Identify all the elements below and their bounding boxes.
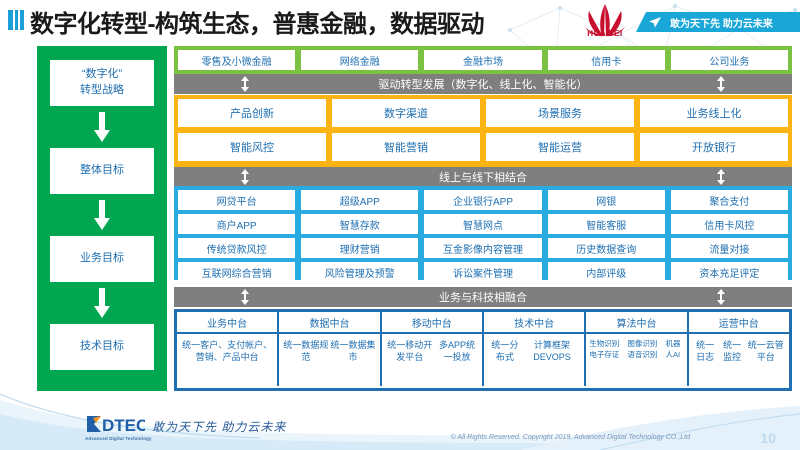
page-number: 10 <box>760 430 776 446</box>
brand-name: HUAWEI <box>587 29 623 38</box>
strategy-box-0-line1: “数字化” <box>81 68 123 81</box>
divider-label: 驱动转型发展（数字化、线上化、智能化） <box>378 79 588 91</box>
business-row: 零售及小微金融 网络金融 金融市场 信用卡 公司业务 <box>178 50 789 70</box>
business-item[interactable]: 零售及小微金融 <box>178 50 296 70</box>
page-title: 数字化转型-构筑生态，普惠金融，数据驱动 <box>30 11 485 38</box>
application-item[interactable]: 信用卡风控 <box>670 214 789 234</box>
down-arrow-icon <box>94 112 110 142</box>
application-item[interactable]: 智慧网点 <box>424 214 542 234</box>
strategy-box-3[interactable]: 技术目标 <box>50 324 154 370</box>
capability-item[interactable]: 智能风控 <box>178 133 326 161</box>
divider-business-tech-fusion: 业务与科技相融合 <box>174 287 792 307</box>
application-item[interactable]: 企业银行APP <box>424 190 542 210</box>
business-item[interactable]: 信用卡 <box>547 50 665 70</box>
divider-driving-transformation: 驱动转型发展（数字化、线上化、智能化） <box>174 74 792 94</box>
strategy-box-0-line2: 转型战略 <box>80 84 124 96</box>
strategy-column: “数字化” 转型战略 整体目标 业务目标 技术目标 <box>37 46 167 391</box>
platform-detail: 统一分布式计算框架DEVOPS <box>483 334 587 386</box>
strategy-box-2[interactable]: 业务目标 <box>50 236 154 282</box>
application-item[interactable]: 理财营销 <box>301 238 419 258</box>
dtec-logo-subtitle: Advanced Digital Technology <box>85 436 152 441</box>
bar-stripes-icon <box>8 10 24 30</box>
capability-item[interactable]: 场景服务 <box>486 99 634 127</box>
down-arrow-icon <box>94 288 110 318</box>
application-item[interactable]: 互金影像内容管理 <box>424 238 542 258</box>
platform-header[interactable]: 算法中台 <box>586 312 689 332</box>
platform-header[interactable]: 数据中台 <box>279 312 382 332</box>
capability-item[interactable]: 智能营销 <box>332 133 480 161</box>
divider-online-offline: 线上与线下相结合 <box>174 167 792 187</box>
platform-header[interactable]: 运营中台 <box>688 312 789 332</box>
application-item[interactable]: 流量对接 <box>670 238 789 258</box>
double-arrow-icon <box>241 76 249 92</box>
application-row: 互联网综合营销 风险管理及预警 诉讼案件管理 内部评级 资本充足评定 <box>178 262 789 282</box>
platform-detail: 统一数据规范统一数据集市 <box>279 334 382 386</box>
application-item[interactable]: 历史数据查询 <box>547 238 665 258</box>
platform-header[interactable]: 技术中台 <box>483 312 587 332</box>
capability-item[interactable]: 数字渠道 <box>332 99 480 127</box>
application-item[interactable]: 网银 <box>547 190 665 210</box>
platform-detail: 生物识别 电子存证图像识别 语音识别机器人AI <box>586 334 689 386</box>
application-item[interactable]: 聚合支付 <box>670 190 789 210</box>
double-arrow-icon <box>241 289 249 305</box>
application-item[interactable]: 资本充足评定 <box>670 262 789 282</box>
business-item[interactable]: 公司业务 <box>670 50 789 70</box>
business-item[interactable]: 网络金融 <box>301 50 419 70</box>
platform-header-row: 业务中台 数据中台 移动中台 技术中台 算法中台 运营中台 <box>177 312 789 332</box>
capability-item[interactable]: 智能运营 <box>486 133 634 161</box>
application-item[interactable]: 内部评级 <box>547 262 665 282</box>
platform-detail: 统一客户、支付帐户、营销、产品中台 <box>177 334 280 386</box>
double-arrow-icon <box>717 169 725 185</box>
application-item[interactable]: 商户APP <box>178 214 296 234</box>
slogan-banner: 敢为天下先 助力云未来 <box>636 12 800 32</box>
application-item[interactable]: 传统贷款风控 <box>178 238 296 258</box>
slide-header: 数字化转型-构筑生态，普惠金融，数据驱动 HUAWEI 敢为天下先 助力云未来 <box>0 0 800 41</box>
capability-row: 产品创新 数字渠道 场景服务 业务线上化 <box>178 99 788 127</box>
double-arrow-icon <box>241 169 249 185</box>
platform-header[interactable]: 移动中台 <box>381 312 484 332</box>
application-row: 传统贷款风控 理财营销 互金影像内容管理 历史数据查询 流量对接 <box>178 238 789 258</box>
application-item[interactable]: 诉讼案件管理 <box>424 262 542 282</box>
application-row: 网贷平台 超级APP 企业银行APP 网银 聚合支付 <box>178 190 789 210</box>
strategy-box-0[interactable]: “数字化” 转型战略 <box>50 60 154 106</box>
capability-item[interactable]: 开放银行 <box>640 133 788 161</box>
header-slogan: 敢为天下先 助力云未来 <box>670 19 773 30</box>
application-item[interactable]: 风险管理及预警 <box>301 262 419 282</box>
application-item[interactable]: 互联网综合营销 <box>178 262 296 282</box>
application-item[interactable]: 超级APP <box>301 190 419 210</box>
double-arrow-icon <box>717 289 725 305</box>
svg-text:DTEC: DTEC <box>102 416 145 435</box>
divider-label: 业务与科技相融合 <box>439 292 527 304</box>
capability-item[interactable]: 产品创新 <box>178 99 326 127</box>
strategy-box-1[interactable]: 整体目标 <box>50 148 154 194</box>
application-item[interactable]: 网贷平台 <box>178 190 296 210</box>
application-item[interactable]: 智慧存款 <box>301 214 419 234</box>
platform-detail-row: 统一客户、支付帐户、营销、产品中台 统一数据规范统一数据集市 统一移动开发平台多… <box>177 332 789 386</box>
platform-detail: 统一日志统一监控统一云管平台 <box>688 334 789 386</box>
down-arrow-icon <box>94 200 110 230</box>
paper-plane-icon <box>649 17 661 28</box>
copyright-text: © All Rights Reserved. Copyright 2019, A… <box>450 434 690 441</box>
capability-band: 产品创新 数字渠道 场景服务 业务线上化 智能风控 智能营销 智能运营 开放银行 <box>174 95 792 167</box>
platform-detail: 统一移动开发平台多APP统一投放 <box>381 334 484 386</box>
dtec-logo-icon: DTEC <box>87 416 145 435</box>
business-item[interactable]: 金融市场 <box>424 50 542 70</box>
business-band: 零售及小微金融 网络金融 金融市场 信用卡 公司业务 <box>174 46 792 74</box>
footer-slogan: 敢为天下先 助力云未来 <box>152 420 287 434</box>
application-band: 网贷平台 超级APP 企业银行APP 网银 聚合支付 商户APP 智慧存款 智慧… <box>174 186 792 282</box>
platform-header[interactable]: 业务中台 <box>177 312 280 332</box>
capability-item[interactable]: 业务线上化 <box>640 99 788 127</box>
platform-band: 业务中台 数据中台 移动中台 技术中台 算法中台 运营中台 统一客户、支付帐户、… <box>174 309 792 391</box>
application-row: 商户APP 智慧存款 智慧网点 智能客服 信用卡风控 <box>178 214 789 234</box>
divider-label: 线上与线下相结合 <box>439 172 527 184</box>
double-arrow-icon <box>717 76 725 92</box>
capability-row: 智能风控 智能营销 智能运营 开放银行 <box>178 133 788 161</box>
application-item[interactable]: 智能客服 <box>547 214 665 234</box>
